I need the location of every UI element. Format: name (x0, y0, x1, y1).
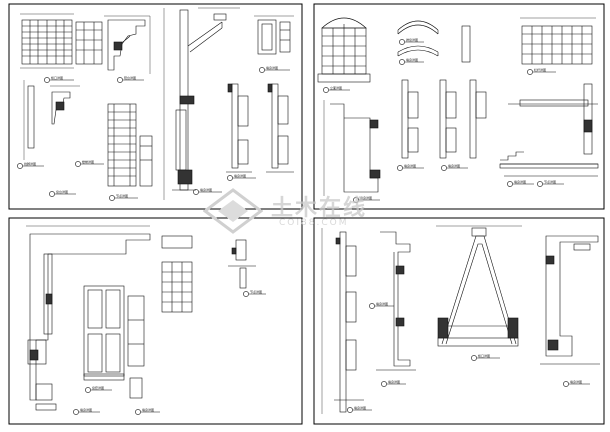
detail-label: 墙身详图 (388, 379, 400, 384)
cornice-profile-detail (104, 15, 151, 74)
window-frame-detail (254, 15, 294, 55)
sheet-frames (8, 3, 605, 425)
node-detail-small (228, 239, 256, 289)
detail-label: 窗套详图 (92, 385, 104, 390)
arch-lintel-detail (397, 20, 439, 57)
detail-callouts-tr (323, 39, 564, 203)
column-section-detail (23, 80, 80, 160)
panel-elevation-detail (161, 235, 193, 313)
detail-label: 墙身详图 (80, 407, 92, 412)
sheet-bottom-left-frame (8, 217, 303, 425)
detail-label: 立面详图 (330, 85, 342, 90)
detail-label: 墙身详图 (266, 65, 278, 70)
detail-label: 墙身详图 (354, 405, 366, 410)
detail-label: 墙身详图 (234, 173, 246, 178)
detail-label: 墙身详图 (514, 179, 526, 184)
wall-section-detail-a (226, 83, 252, 173)
detail-label: 墙身详图 (406, 57, 418, 62)
detail-label: 墙身详图 (448, 163, 460, 168)
detail-label: 墙身详图 (570, 379, 582, 384)
wall-section-detail-g (540, 235, 600, 365)
detail-label: 拱窗详图 (406, 37, 418, 42)
detail-label: 节点详图 (544, 179, 556, 184)
detail-label: 阳台详图 (124, 75, 136, 80)
detail-callouts-bl (73, 291, 266, 415)
detail-label: 檐口详图 (478, 353, 490, 358)
detail-label: 节点详图 (116, 193, 128, 198)
balustrade-detail (461, 17, 596, 65)
sheet-bottom-right (321, 225, 600, 414)
balcony-elevation-detail (107, 103, 153, 187)
wall-section-brace-detail (163, 7, 240, 200)
sheet-top-right (317, 17, 599, 203)
sheet-top-left (17, 7, 294, 201)
sheet-bottom-left (26, 225, 266, 415)
stair-section-detail (499, 83, 599, 177)
wall-section-detail-f (376, 231, 416, 371)
detail-label: 节点详图 (250, 289, 262, 294)
detail-label: 墙身详图 (200, 187, 212, 192)
wall-section-detail-c (323, 100, 381, 196)
roof-truss-section (436, 225, 522, 347)
sheet-top-left-frame (8, 3, 303, 210)
wall-section-detail-b (266, 83, 294, 173)
sheet-bottom-right-frame (313, 217, 605, 425)
detail-label: 窗台详图 (56, 189, 68, 194)
detail-label-layer: 檐口详图 阳台详图 线脚详图 楼梯详图 窗台详图 节点详图 墙身详图 墙身详图 … (24, 37, 582, 412)
detail-label: 墙身详图 (376, 301, 388, 306)
wall-section-detail-e (321, 228, 364, 414)
railing-elevation-detail (20, 13, 103, 69)
detail-label: 楼梯详图 (82, 159, 94, 164)
detail-label: 墙身详图 (142, 407, 154, 412)
long-wall-section (26, 225, 151, 411)
detail-label: 墙身详图 (360, 195, 372, 200)
detail-label: 檐口详图 (51, 75, 63, 80)
detail-label: 墙身详图 (404, 163, 416, 168)
detail-label: 线脚详图 (24, 161, 36, 166)
arched-window-elevation (317, 17, 371, 83)
window-surround-detail (83, 285, 145, 399)
sheet-top-right-frame (313, 3, 605, 210)
wall-section-detail-d (401, 79, 487, 159)
detail-label: 栏杆详图 (534, 67, 546, 72)
detail-callouts-br (347, 303, 590, 413)
